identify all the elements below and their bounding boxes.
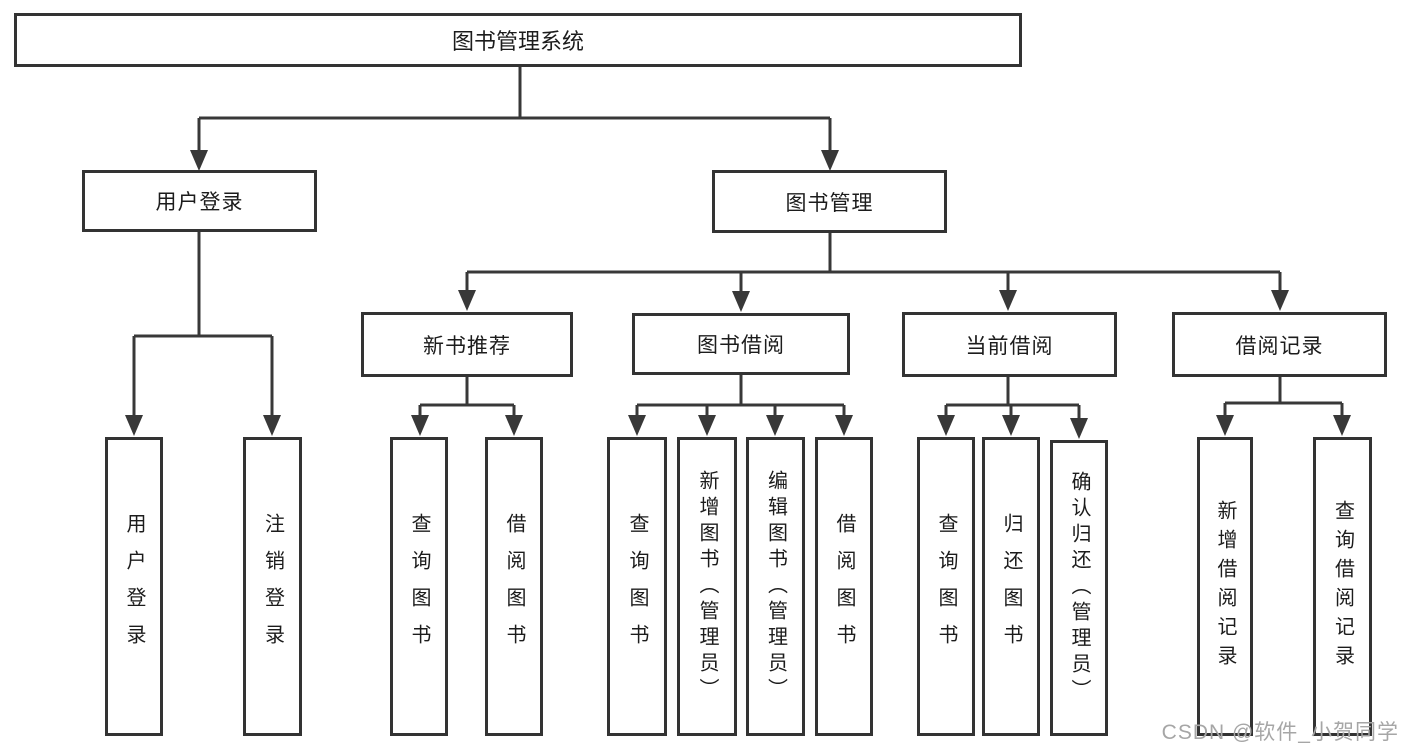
arrow-down-icon [766, 415, 784, 436]
node-user-login-label: 用户登录 [155, 191, 244, 214]
node-current-borrow: 当前借阅 [902, 312, 1117, 377]
connector-bookmgmt-to-level3 [465, 233, 1282, 294]
node-library-system-label: 图书管理系统 [451, 29, 584, 54]
leaf-edit-books-admin: 编辑图书（管理员） [746, 437, 805, 736]
leaf-logout-label: 注销登录 [261, 512, 284, 661]
arrow-down-icon [821, 150, 839, 171]
connector-bookborrow-to-leaves [635, 375, 846, 418]
leaf-add-borrow-record-label: 新增借阅记录 [1214, 499, 1236, 674]
arrow-down-icon [628, 415, 646, 436]
leaf-query-books-current: 查询图书 [917, 437, 975, 736]
leaf-query-books-recommend: 查询图书 [390, 437, 448, 736]
leaf-confirm-return-admin-label: 确认归还（管理员） [1068, 471, 1090, 705]
leaf-add-books-admin-label: 新增图书（管理员） [696, 469, 718, 704]
arrow-down-icon [1002, 415, 1020, 436]
arrow-down-icon [1271, 290, 1289, 311]
leaf-borrow-books-label: 借阅图书 [833, 512, 855, 661]
arrow-down-icon [1216, 415, 1234, 436]
node-library-system: 图书管理系统 [14, 13, 1022, 67]
leaf-logout: 注销登录 [243, 437, 302, 736]
connector-currentborrow-to-leaves [944, 377, 1081, 421]
node-book-borrow: 图书借阅 [632, 313, 850, 375]
node-current-borrow-label: 当前借阅 [965, 334, 1054, 358]
arrow-down-icon [411, 415, 429, 436]
node-new-book-recommend: 新书推荐 [361, 312, 573, 377]
csdn-watermark: CSDN @软件_小贺同学 [1161, 721, 1399, 744]
connector-userlogin-to-leaves [132, 232, 274, 418]
leaf-query-books-borrow: 查询图书 [607, 437, 667, 736]
leaf-borrow-books-recommend: 借阅图书 [485, 437, 543, 736]
leaf-user-login: 用户登录 [105, 437, 163, 736]
arrow-down-icon [732, 291, 750, 312]
arrow-down-icon [190, 150, 208, 171]
leaf-confirm-return-admin: 确认归还（管理员） [1050, 440, 1108, 736]
node-book-management: 图书管理 [712, 170, 947, 233]
connector-paths [132, 67, 1344, 421]
node-borrow-records-label: 借阅记录 [1235, 334, 1324, 358]
leaf-borrow-books-recommend-label: 借阅图书 [503, 512, 525, 661]
node-book-management-label: 图书管理 [785, 191, 874, 215]
leaf-user-login-label: 用户登录 [123, 512, 145, 661]
node-new-book-recommend-label: 新书推荐 [423, 334, 511, 358]
leaf-return-books-label: 归还图书 [1000, 512, 1022, 661]
leaf-add-borrow-record: 新增借阅记录 [1197, 437, 1253, 736]
leaf-borrow-books: 借阅图书 [815, 437, 873, 736]
node-book-borrow-label: 图书借阅 [697, 334, 785, 357]
arrow-down-icon [698, 415, 716, 436]
leaf-add-books-admin: 新增图书（管理员） [677, 437, 737, 736]
leaf-query-books-recommend-label: 查询图书 [408, 512, 430, 661]
connector-root-to-level2 [197, 67, 832, 153]
node-borrow-records: 借阅记录 [1172, 312, 1387, 377]
arrow-down-icon [937, 415, 955, 436]
leaf-query-books-borrow-label: 查询图书 [626, 512, 648, 661]
leaf-query-borrow-record-label: 查询借阅记录 [1331, 499, 1354, 674]
arrow-down-icon [1070, 418, 1088, 439]
arrow-down-icon [505, 415, 523, 436]
arrow-down-icon [263, 415, 281, 436]
leaf-query-borrow-record: 查询借阅记录 [1313, 437, 1372, 736]
leaf-edit-books-admin-label: 编辑图书（管理员） [764, 469, 787, 704]
connector-newbook-to-leaves [418, 377, 516, 418]
arrow-down-icon [835, 415, 853, 436]
leaf-query-books-current-label: 查询图书 [935, 512, 957, 661]
node-user-login: 用户登录 [82, 170, 317, 232]
arrow-down-icon [125, 415, 143, 436]
arrow-down-icon [458, 290, 476, 311]
connector-records-to-leaves [1223, 377, 1344, 418]
arrow-down-icon [1333, 415, 1351, 436]
arrow-down-icon [999, 290, 1017, 311]
leaf-return-books: 归还图书 [982, 437, 1040, 736]
